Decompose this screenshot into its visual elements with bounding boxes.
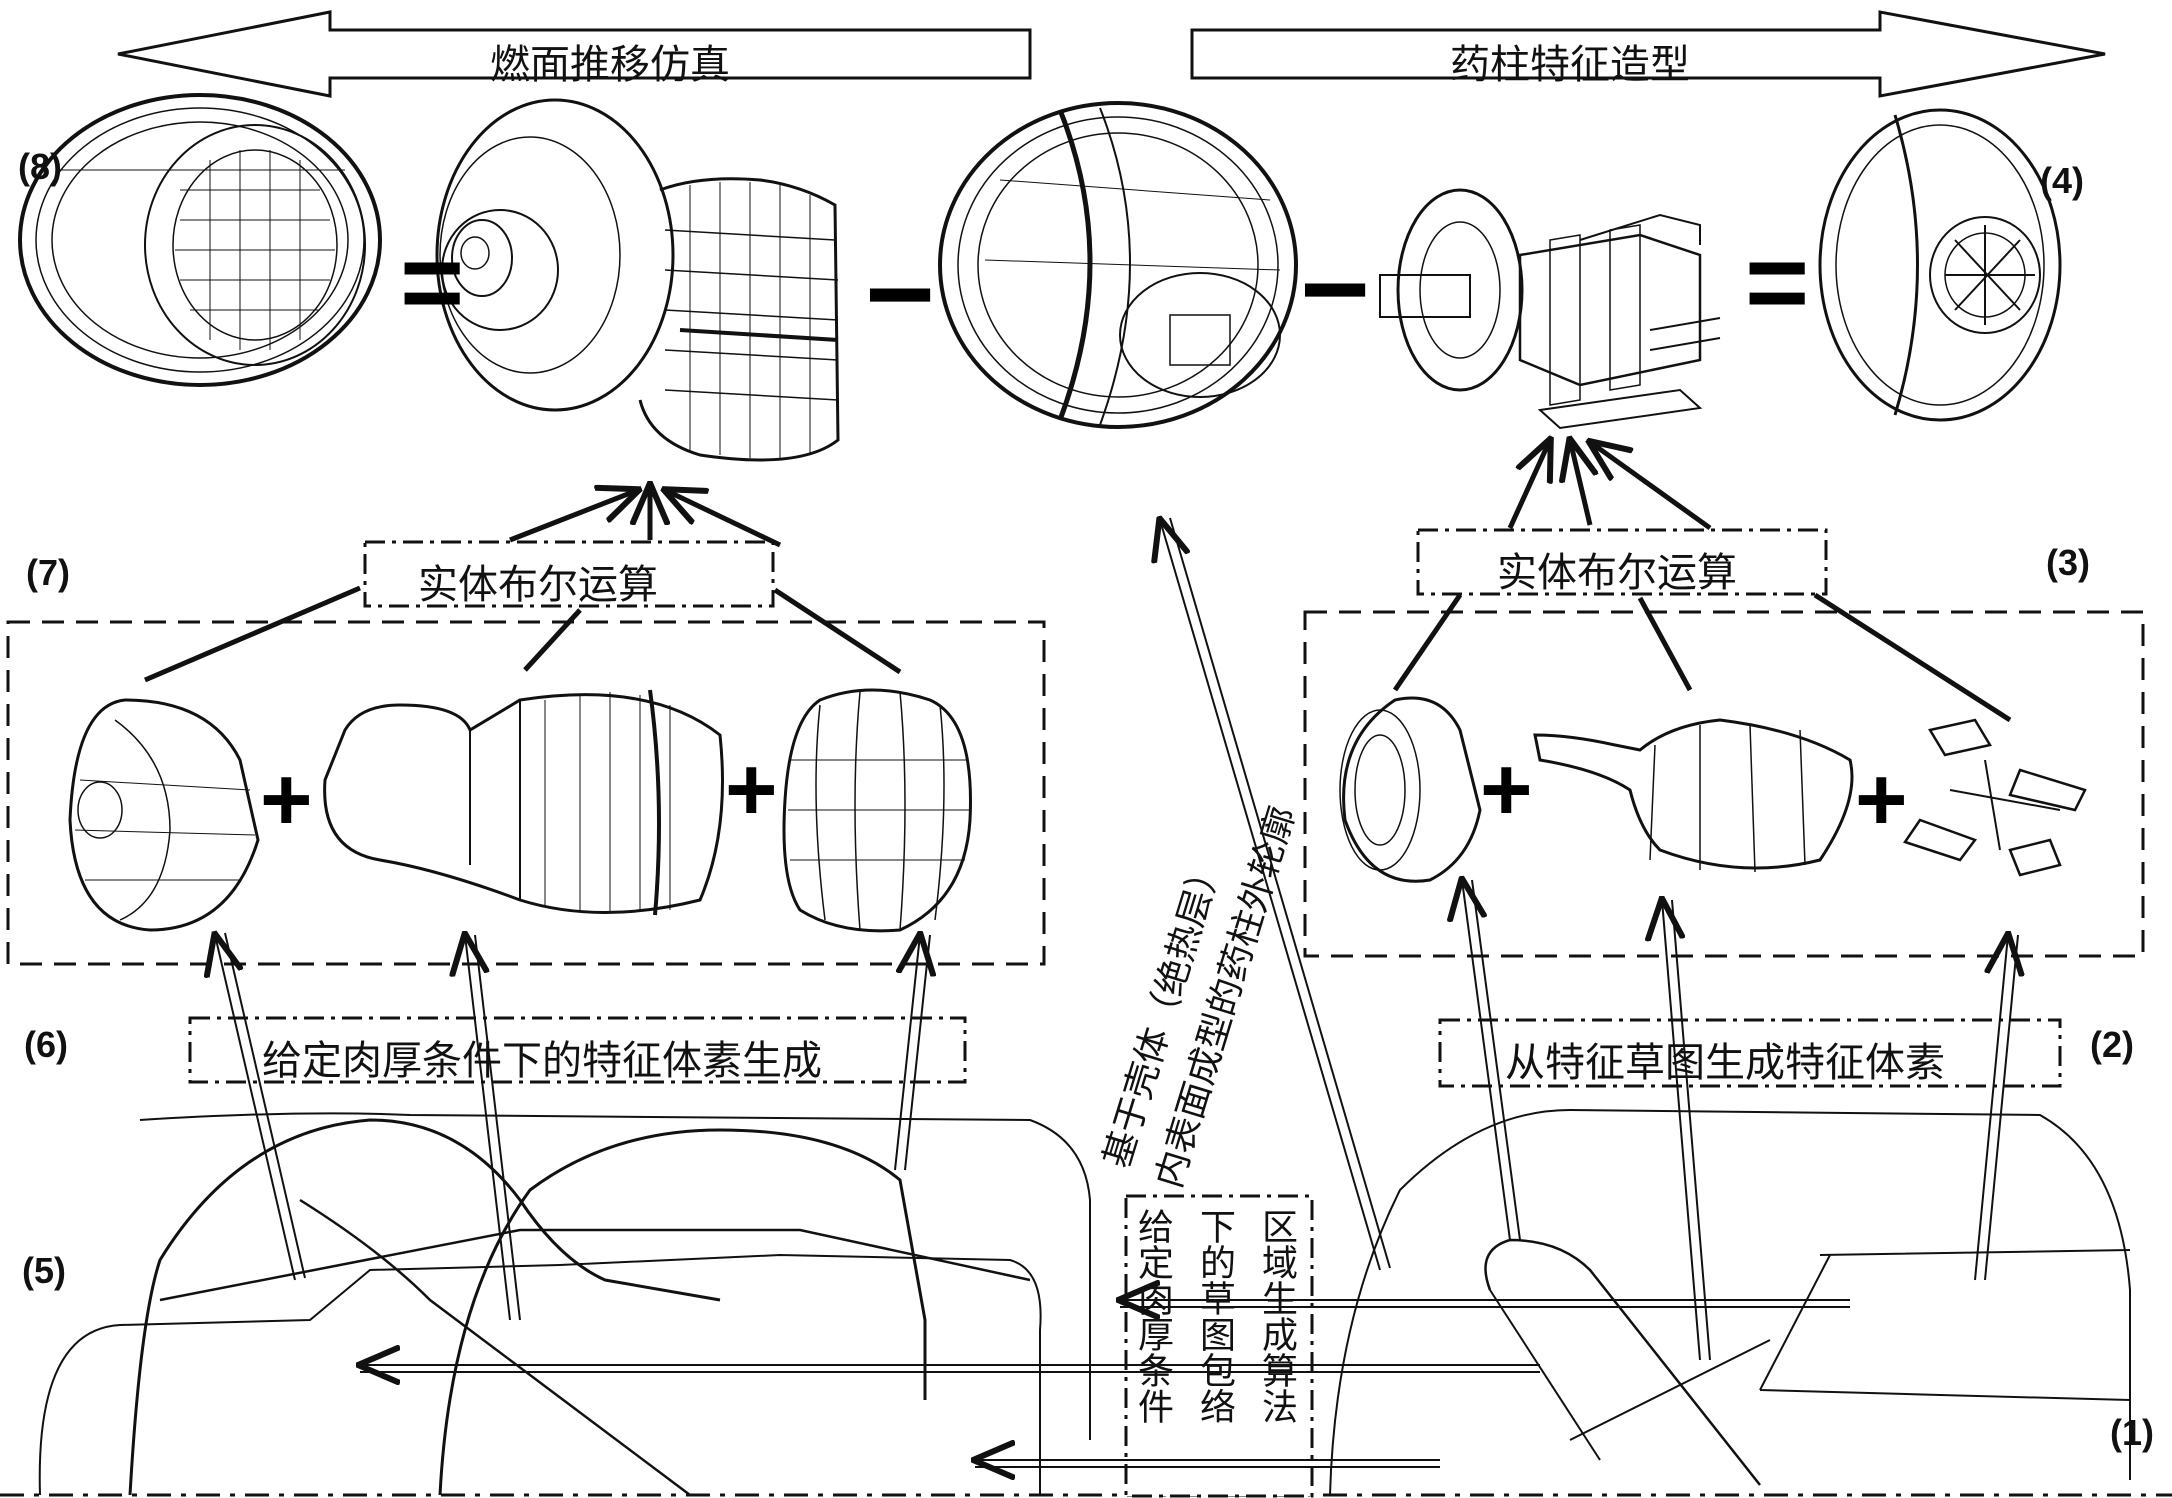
- minus-operator-left: −: [865, 227, 935, 361]
- step-label-3: (3): [2046, 542, 2090, 583]
- right-feature-group-box: [1303, 610, 2145, 958]
- envelope-algo-col3: 区域生成算法: [1256, 1208, 1297, 1424]
- feature-to-boolean-lines: [144, 585, 2012, 723]
- sketch-to-feature-arrows: [215, 518, 2018, 1361]
- step-label-1: (1): [2110, 1412, 2154, 1453]
- right-arrow-label: 药柱特征造型: [1450, 42, 1690, 88]
- right-star-feature: [1903, 718, 2087, 877]
- left-lobe-feature: [782, 688, 972, 933]
- plus-operator-right-2: +: [1855, 750, 1908, 850]
- composite-feature-solid: [435, 98, 840, 462]
- core-cutter-solid: [1379, 188, 1721, 430]
- step-label-7: (7): [26, 552, 70, 593]
- left-direction-arrow: [117, 10, 1032, 98]
- boolean-op-box-right: [1416, 528, 1828, 596]
- step-label-6: (6): [24, 1024, 68, 1065]
- right-sketch-envelope: [1329, 1108, 2131, 1496]
- plus-operator-right-1: +: [1480, 740, 1533, 840]
- result-grain-solid-8: [18, 93, 382, 387]
- boolean-op-label-left: 实体布尔运算: [418, 562, 658, 608]
- right-direction-arrow: [1190, 10, 2106, 98]
- left-cone-feature: [68, 698, 260, 932]
- sketch-flow-arrows: [360, 1300, 1850, 1467]
- left-sketch-envelope: [38, 1112, 1091, 1496]
- finished-grain-solid-4: [1818, 108, 2062, 422]
- minus-operator-right: −: [1300, 222, 1370, 356]
- envelope-algorithm-box: [1124, 1194, 1314, 1498]
- right-cone-feature: [1339, 696, 1482, 883]
- boolean-op-box-left: [363, 540, 775, 608]
- left-arrow-label: 燃面推移仿真: [490, 42, 730, 88]
- boolean-op-label-right: 实体布尔运算: [1497, 550, 1737, 596]
- right-nozzle-body-feature: [1533, 718, 1854, 873]
- plus-operator-left-2: +: [725, 740, 778, 840]
- left-nozzle-body-feature: [323, 689, 724, 916]
- step-label-2: (2): [2090, 1024, 2134, 1065]
- envelope-algo-col1: 给定肉厚条件: [1132, 1208, 1173, 1424]
- step-label-5: (5): [22, 1250, 66, 1291]
- equals-operator-left: =: [400, 221, 464, 344]
- equals-operator-right: =: [1745, 221, 1809, 344]
- step-label-4: (4): [2040, 160, 2084, 201]
- feature-gen-box-left: [188, 1016, 967, 1084]
- feature-gen-label-left: 给定肉厚条件下的特征体素生成: [262, 1038, 822, 1084]
- left-feature-group-box: [6, 620, 1046, 966]
- feature-gen-label-right: 从特征草图生成特征体素: [1505, 1040, 1945, 1086]
- step-label-8: (8): [18, 146, 62, 187]
- plus-operator-left-1: +: [260, 750, 313, 850]
- shell-outer-solid: [938, 101, 1298, 429]
- boolean-result-arrows: [509, 440, 1712, 548]
- feature-gen-box-right: [1438, 1018, 2062, 1088]
- envelope-algo-col2: 下的草图包络: [1194, 1208, 1235, 1424]
